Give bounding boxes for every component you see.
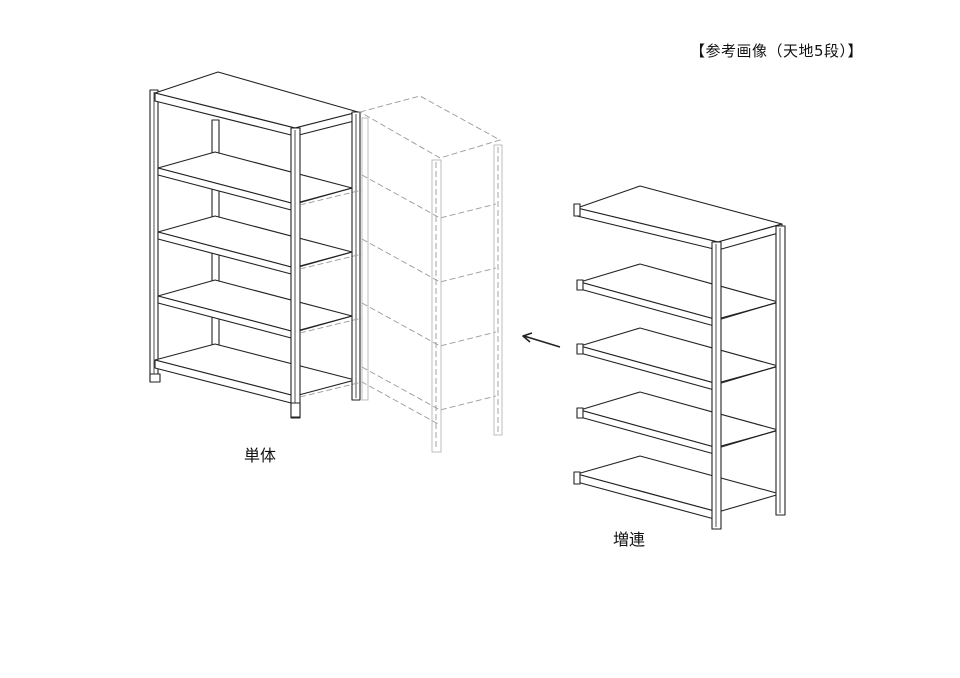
shelf-board-2 [157, 151, 353, 212]
shelf-board-3 [157, 215, 353, 276]
add-on-top-board [576, 185, 783, 251]
add-on-front-post [711, 241, 722, 530]
top-board [154, 71, 359, 137]
add-on-shelf-4 [579, 391, 779, 456]
add-on-rear-post [775, 225, 786, 516]
add-on-shelf-2 [579, 263, 779, 328]
front-post-right [351, 111, 361, 401]
rear-left-post [149, 89, 159, 383]
arrow-icon [522, 332, 561, 348]
add-on-unit-caption: 増連 [613, 530, 646, 549]
page-title: 【参考画像（天地5段）】 [690, 42, 864, 60]
shelf-board-4 [157, 279, 353, 340]
single-unit-shelf [149, 71, 361, 419]
bottom-board [154, 343, 356, 405]
front-post-left [290, 127, 301, 419]
add-on-shelf-3 [579, 327, 779, 392]
ghost-add-on-preview [299, 95, 503, 453]
single-unit-caption: 単体 [244, 446, 277, 465]
add-on-bottom-board [576, 455, 781, 521]
add-on-unit-shelf [573, 185, 786, 530]
